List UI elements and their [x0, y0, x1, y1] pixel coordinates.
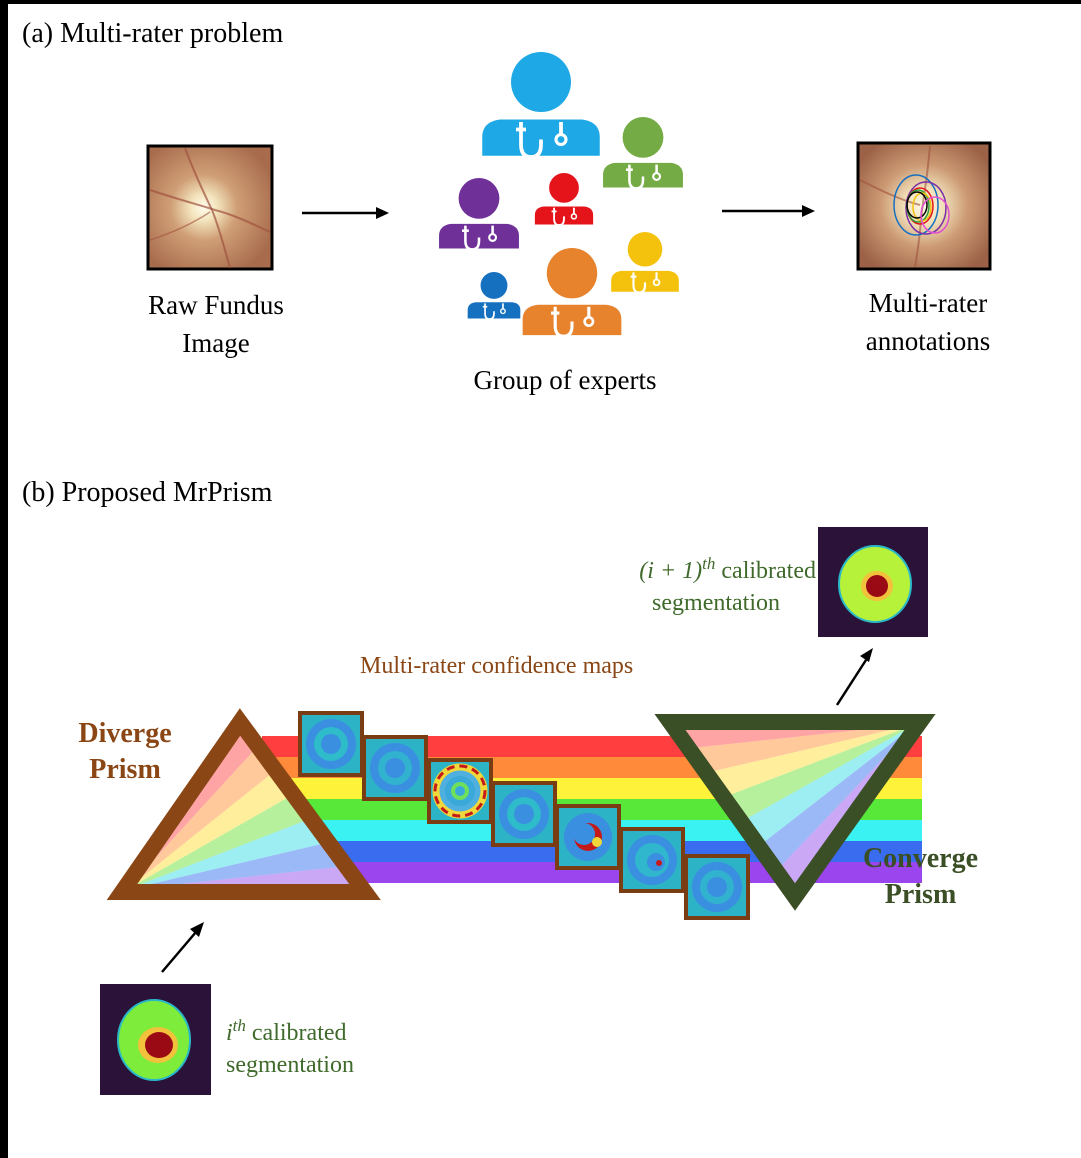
diverge-prism-label: Diverge Prism	[60, 716, 190, 788]
converge-fan-beam	[672, 724, 916, 749]
next-calibrated-segmentation-image	[818, 527, 928, 637]
confidence-map	[298, 711, 364, 777]
section-a-title: (a) Multi-rater problem	[22, 18, 284, 49]
next-index-label: (i + 1)	[639, 558, 703, 584]
confidence-map	[684, 854, 750, 920]
ith-index-superscript: th	[232, 1016, 246, 1035]
confidence-map	[555, 804, 621, 870]
next-caption-rest: calibrated	[715, 558, 816, 584]
ith-calibrated-segmentation-image	[100, 984, 211, 1095]
annotation-contour	[906, 191, 928, 219]
doctor-icon	[482, 52, 600, 159]
converge-label-line2: Prism	[884, 879, 957, 910]
converge-label-line1: Converge	[862, 843, 979, 874]
diverge-prism-spectrum	[126, 722, 366, 890]
diverge-prism	[106, 708, 381, 900]
doctor-icon	[467, 272, 521, 320]
ith-index-label: i	[226, 1020, 233, 1046]
group-of-experts	[439, 52, 683, 338]
annotation-contour	[920, 196, 950, 234]
diverge-fan-beam	[126, 746, 276, 890]
multi-rater-annotated-image	[856, 141, 992, 271]
diverge-label-line2: Prism	[89, 754, 161, 785]
ith-segmentation-caption-line1: ith calibrated	[226, 1010, 354, 1049]
next-segmentation-caption: (i + 1)th calibrated segmentation	[586, 548, 816, 619]
doctor-icon	[522, 248, 622, 338]
confidence-map	[362, 735, 428, 801]
converge-fan-beam	[724, 724, 916, 822]
doctor-icon	[534, 173, 594, 227]
next-segmentation-caption-line1: (i + 1)th calibrated	[586, 548, 816, 587]
raw-image-caption-line1: Raw Fundus	[148, 290, 284, 320]
arrow-converge-to-output	[835, 648, 873, 706]
annotation-contour	[893, 174, 939, 236]
diverge-fan-beam	[126, 770, 294, 890]
confidence-map	[427, 758, 493, 824]
ith-segmentation-caption: ith calibrated segmentation	[226, 1010, 354, 1081]
raw-image-caption-line2: Image	[182, 328, 250, 358]
diverge-fan-beam	[126, 842, 348, 890]
diverge-fan-beam	[126, 818, 330, 890]
converge-fan-beam	[759, 724, 916, 870]
annotations-caption-line2: annotations	[865, 326, 991, 356]
section-b-title: (b) Proposed MrPrism	[22, 477, 273, 508]
converge-prism-label: Converge Prism	[848, 841, 993, 913]
converge-fan-beam	[707, 724, 916, 797]
arrow-input-to-diverge	[161, 922, 204, 973]
annotation-contour	[905, 181, 947, 235]
doctor-icon	[439, 178, 519, 251]
rainbow-stripe	[262, 862, 922, 883]
converge-prism	[654, 714, 936, 911]
doctor-icon	[603, 117, 683, 190]
next-segmentation-caption-line2: segmentation	[652, 590, 780, 616]
confidence-map	[619, 827, 685, 893]
annotations-caption: Multi-rater annotations	[828, 284, 1028, 360]
diverge-label-line1: Diverge	[78, 718, 172, 749]
arrow-to-annotations	[722, 205, 815, 217]
ith-segmentation-caption-line2: segmentation	[226, 1052, 354, 1078]
confidence-maps-label: Multi-rater confidence maps	[360, 653, 634, 679]
doctor-icon	[611, 232, 679, 294]
converge-fan-beam	[742, 724, 916, 846]
annotations-caption-line1: Multi-rater	[868, 288, 988, 318]
raw-fundus-image	[146, 144, 274, 271]
converge-fan-beam	[689, 724, 916, 773]
arrow-to-experts	[302, 207, 389, 219]
experts-caption: Group of experts	[473, 365, 657, 395]
next-index-superscript: th	[702, 554, 716, 573]
raw-image-caption: Raw Fundus Image	[116, 286, 316, 362]
diverge-fan-beam	[126, 794, 312, 890]
multi-rater-confidence-maps	[298, 711, 750, 920]
ith-caption-rest: calibrated	[245, 1020, 347, 1046]
confidence-map	[491, 781, 557, 847]
